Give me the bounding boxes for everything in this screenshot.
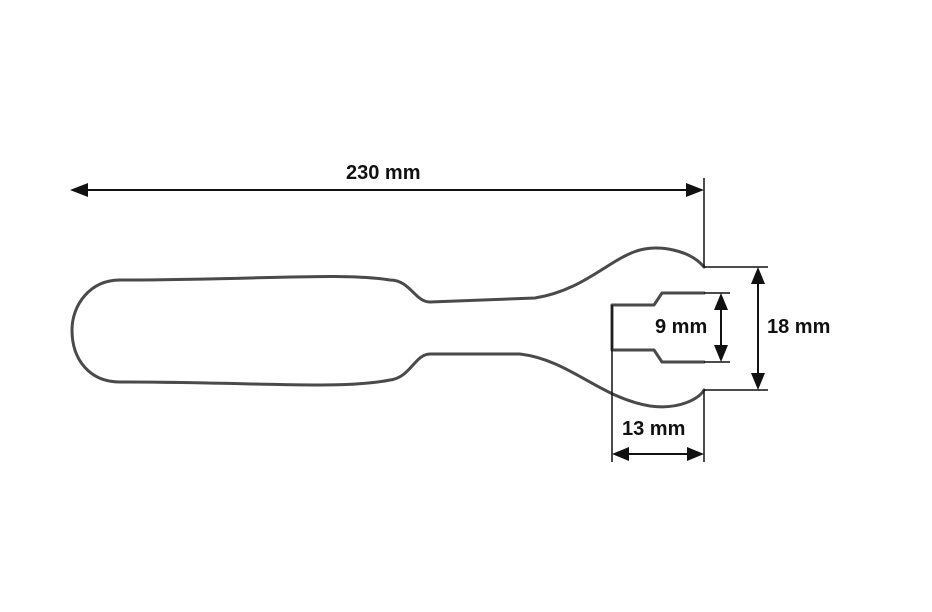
head-width-label: 18 mm	[767, 316, 831, 338]
jaw-opening-label: 9 mm	[655, 316, 708, 338]
depth-arrow-left	[612, 447, 629, 461]
length-arrow-left	[70, 183, 88, 197]
length-arrow-right	[686, 183, 704, 197]
jaw-arrow-bottom	[714, 345, 728, 362]
jaw-arrow-top	[714, 293, 728, 310]
head-depth-label: 13 mm	[622, 418, 686, 440]
head-width-arrow-top	[751, 267, 765, 284]
depth-arrow-right	[687, 447, 704, 461]
wrench-outline	[70, 246, 706, 409]
length-label: 230 mm	[346, 162, 421, 184]
head-width-arrow-bottom	[751, 373, 765, 390]
